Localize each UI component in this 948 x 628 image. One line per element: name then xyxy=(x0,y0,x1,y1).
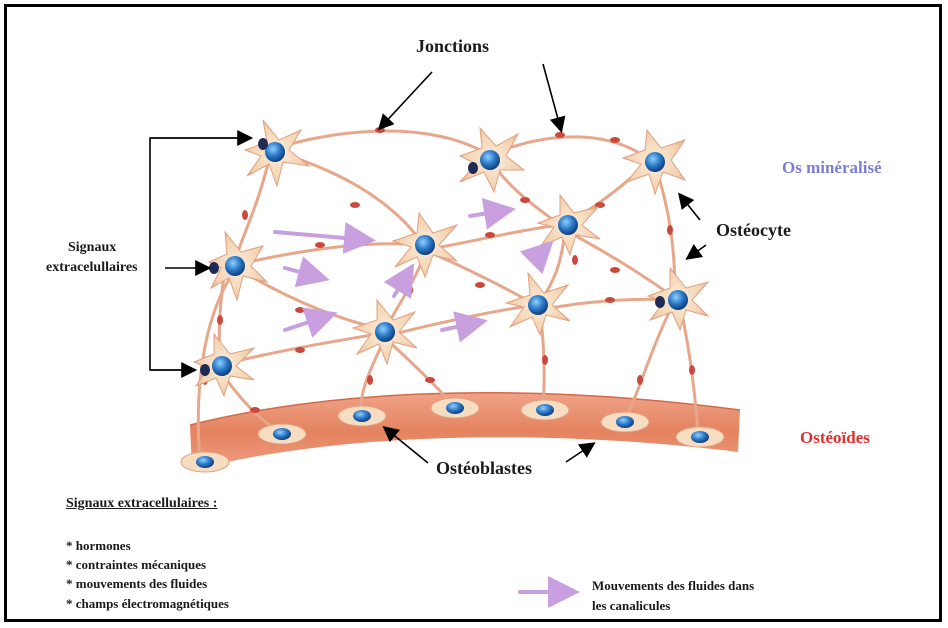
osteocyte-cell xyxy=(506,273,570,335)
osteocyte-cell xyxy=(245,120,309,186)
label-osteoblastes: Ostéoblastes xyxy=(436,458,532,479)
legend-arrow-label-line2: les canalicules xyxy=(592,598,670,614)
osteocyte-cell xyxy=(623,130,685,194)
osteoblast-cell xyxy=(601,412,649,432)
legend-signal-item: * hormones xyxy=(66,538,131,554)
legend-signal-item: * contraintes mécaniques xyxy=(66,557,206,573)
legend-signals-title: Signaux extracellulaires : xyxy=(66,496,217,512)
label-jonctions: Jonctions xyxy=(416,36,489,57)
legend-signal-item: * mouvements des fluides xyxy=(66,576,207,592)
label-signaux-line1: Signaux xyxy=(68,240,116,256)
osteoblast-cell xyxy=(338,406,386,426)
osteoblast-cell xyxy=(181,452,229,472)
legend-signal-item: * champs électromagnétiques xyxy=(66,596,229,612)
osteoblast-cell xyxy=(258,424,306,444)
osteoblast-cell xyxy=(676,427,724,447)
osteoblast-cell xyxy=(431,398,479,418)
label-osteoides: Ostéoïdes xyxy=(800,428,870,448)
label-os-mineralise: Os minéralisé xyxy=(782,158,882,178)
label-signaux-line2: extracelullaires xyxy=(46,260,138,276)
label-osteocyte: Ostéocyte xyxy=(716,220,791,241)
legend-arrow-label-line1: Mouvements des fluides dans xyxy=(592,578,754,594)
osteoblast-cell xyxy=(521,400,569,420)
osteocyte-cell xyxy=(460,128,524,192)
